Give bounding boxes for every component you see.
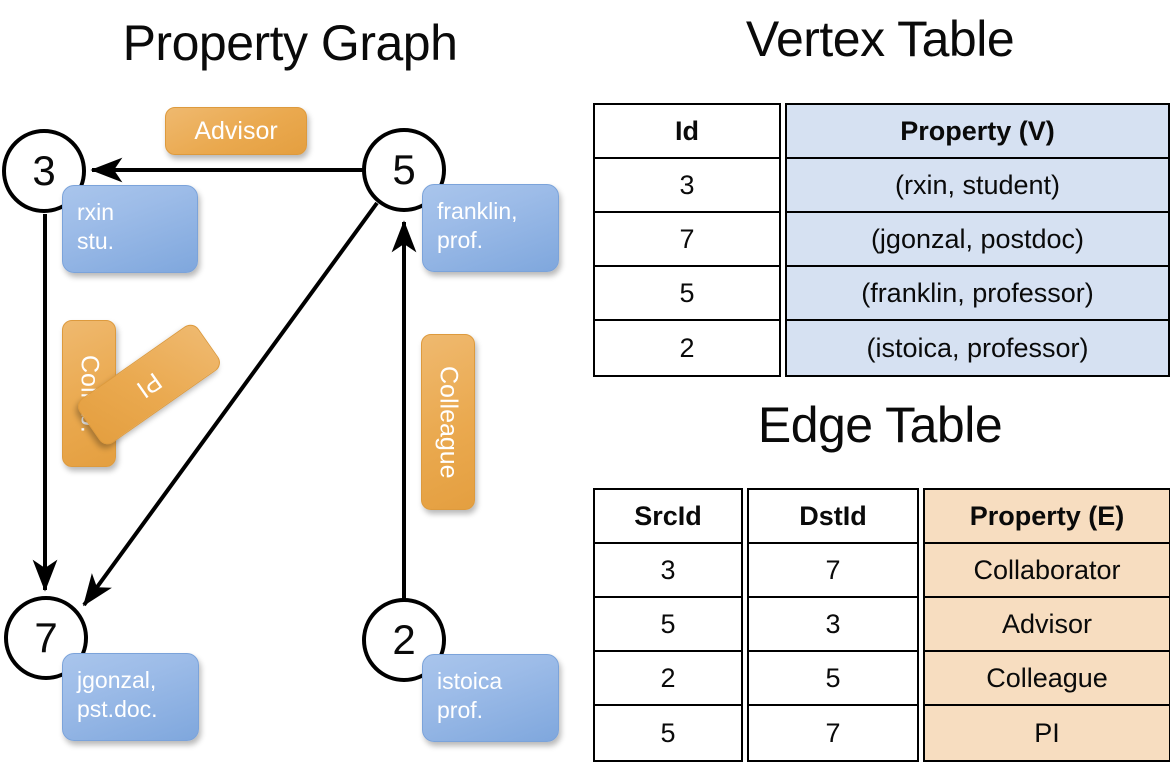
vertex-table-header-property: Property (V)	[787, 105, 1168, 159]
vertex-table-row: 7	[595, 213, 779, 267]
edge-table-row: 5	[660, 717, 676, 748]
graph-edges-svg	[32, 157, 417, 607]
vertex-callout-7: jgonzal, pst.doc.	[62, 653, 199, 741]
vertex-callout-3-line1: rxin	[77, 199, 115, 225]
edge-table-column-property: Property (E) Collaborator Advisor Collea…	[923, 488, 1170, 762]
edge-5-to-7-pi	[82, 201, 379, 607]
vertex-callout-2-line2: prof.	[437, 697, 484, 724]
vertex-table-row: 5	[595, 267, 779, 321]
vertex-callout-5: franklin, prof.	[422, 184, 559, 272]
edge-table-header-srcid: SrcId	[595, 490, 741, 544]
edge-table-row: 7	[825, 717, 841, 748]
vertex-table-row: (franklin, professor)	[787, 267, 1168, 321]
edge-table-row: 5	[595, 598, 741, 652]
edge-callout-advisor: Advisor	[165, 107, 307, 155]
edge-callout-pi-label: PI	[131, 366, 167, 404]
edge-table: SrcId 3 5 2 5 DstId 7 3 5 7 Property (E)…	[593, 488, 1170, 762]
edge-table-row: Collaborator	[925, 544, 1169, 598]
edge-table-row: Advisor	[925, 598, 1169, 652]
edge-table-column-dstid: DstId 7 3 5 7	[747, 488, 919, 762]
vertex-table-column-property: Property (V) (rxin, student) (jgonzal, p…	[785, 103, 1170, 377]
vertex-table-row: 2	[679, 332, 695, 363]
property-graph-diagram: 3 5 7 2 rxin stu. franklin, prof. jgonza…	[0, 0, 580, 760]
vertex-callout-3-line2: stu.	[77, 228, 115, 255]
vertex-table-column-id: Id 3 7 5 2	[593, 103, 781, 377]
edge-table-row: 3	[749, 598, 917, 652]
vertex-callout-5-line1: franklin,	[437, 198, 518, 224]
edge-callout-colleague-label: Colleague	[434, 365, 463, 479]
vertex-table-row: (jgonzal, postdoc)	[787, 213, 1168, 267]
vertex-table-header-id: Id	[595, 105, 779, 159]
vertex-callout-7-line1: jgonzal,	[77, 667, 157, 693]
edge-table-header-dstid: DstId	[749, 490, 917, 544]
edge-callout-advisor-label: Advisor	[194, 116, 278, 145]
edge-table-row: PI	[1034, 717, 1060, 748]
vertex-callout-3: rxin stu.	[62, 185, 198, 273]
vertex-callout-5-line2: prof.	[437, 227, 484, 254]
edge-table-header-property: Property (E)	[925, 490, 1169, 544]
edge-table-row: Colleague	[925, 652, 1169, 706]
vertex-table-row: 3	[595, 159, 779, 213]
edge-table-row: 7	[749, 544, 917, 598]
edge-table-column-srcid: SrcId 3 5 2 5	[593, 488, 743, 762]
graph-node-5[interactable]: 5	[362, 128, 446, 212]
edge-callout-colleague: Colleague	[421, 334, 475, 510]
edge-table-row: 5	[749, 652, 917, 706]
edge-table-row: 3	[595, 544, 741, 598]
graph-node-2[interactable]: 2	[362, 598, 446, 682]
page-title-vertex-table: Vertex Table	[745, 11, 1015, 67]
page-title-edge-table: Edge Table	[757, 397, 1003, 453]
vertex-table-row: (istoica, professor)	[866, 332, 1089, 363]
vertex-table: Id 3 7 5 2 Property (V) (rxin, student) …	[593, 103, 1170, 377]
vertex-callout-2-line1: istoica	[437, 668, 503, 694]
page-title-property-graph: Property Graph	[122, 15, 458, 71]
vertex-table-row: (rxin, student)	[787, 159, 1168, 213]
vertex-callout-2: istoica prof.	[422, 654, 559, 742]
edge-table-row: 2	[595, 652, 741, 706]
vertex-callout-7-line2: pst.doc.	[77, 696, 158, 723]
